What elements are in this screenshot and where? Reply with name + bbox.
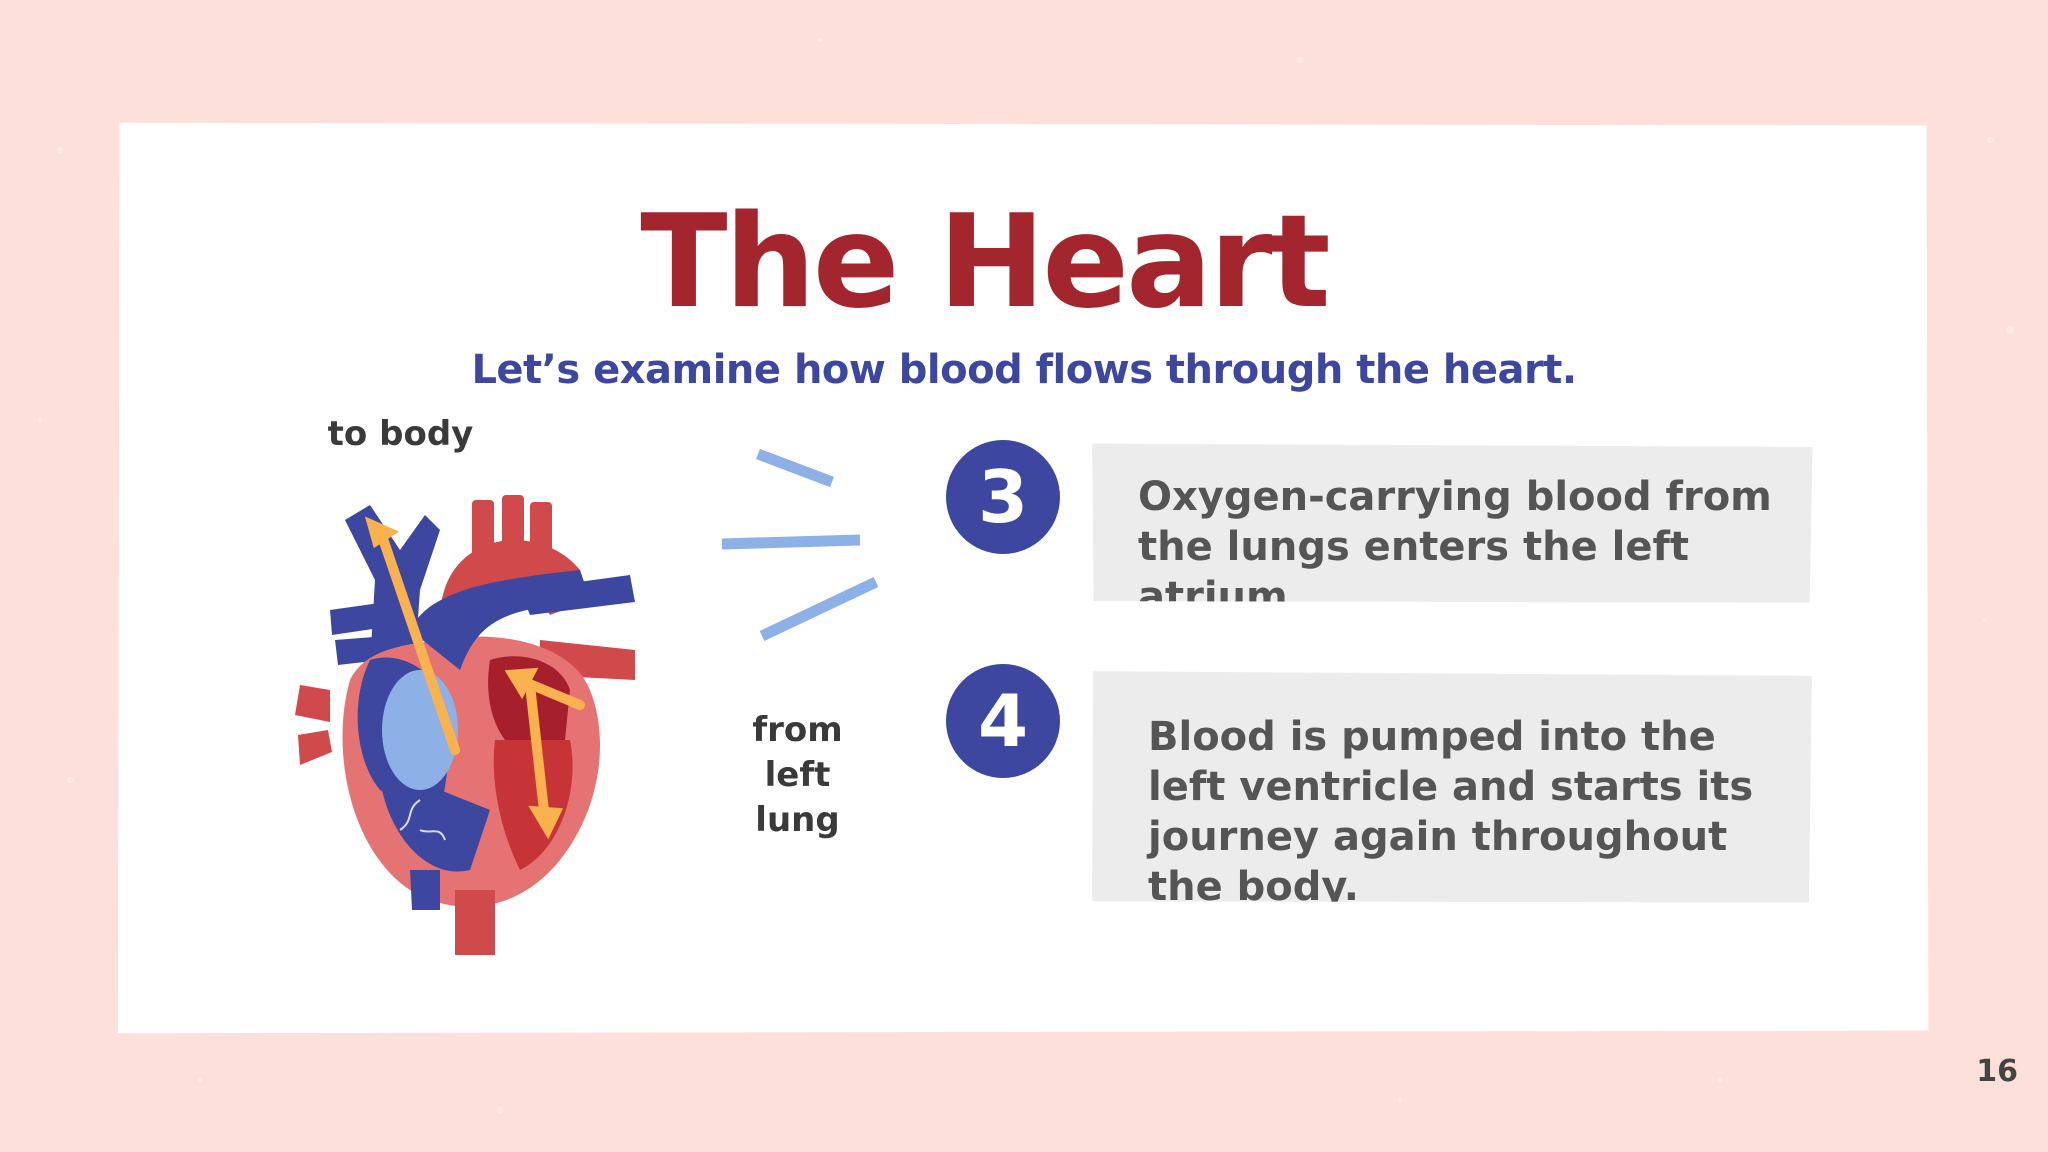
arrow-head [528, 805, 564, 840]
flow-arrow [525, 680, 550, 825]
vein-line [399, 799, 446, 841]
page-subtitle: Let’s examine how blood flows through th… [471, 347, 1577, 393]
motion-rays [721, 448, 879, 641]
step-4-text: Blood is pumped into the left ventricle … [1148, 714, 1754, 910]
vessel-stub-left [295, 685, 330, 722]
arrow-head [364, 516, 400, 549]
heart-illustration [295, 495, 635, 955]
ray-line [759, 577, 879, 641]
page-title: The Heart [640, 188, 1330, 337]
flow-arrow [375, 525, 460, 755]
label-to-body: to body [327, 414, 474, 454]
step-4-description: Blood is pumped into the left ventricle … [1092, 671, 1812, 903]
page-number: 16 [1976, 1054, 2018, 1089]
label-line: from [752, 710, 843, 750]
label-from-left-lung: from left lung [740, 708, 855, 843]
vena-cava-inferior [410, 870, 440, 910]
ray-line [756, 448, 834, 488]
aorta-branch [502, 495, 524, 555]
aorta-branch [472, 500, 494, 560]
step-4-badge: 4 [946, 664, 1060, 778]
step-3-badge: 3 [946, 440, 1060, 554]
label-line: lung [755, 800, 840, 840]
descending-aorta [455, 890, 495, 955]
left-ventricle [493, 740, 573, 870]
pulmonary-branch [520, 575, 635, 615]
aorta-branch [530, 502, 552, 557]
step-3-description: Oxygen-carrying blood from the lungs ent… [1092, 443, 1813, 603]
right-ventricle [380, 780, 490, 872]
vessel-stub-left [298, 730, 332, 765]
label-line: left [764, 755, 831, 795]
step-3-text: Oxygen-carrying blood from the lungs ent… [1138, 474, 1772, 620]
vena-cava-branch [330, 600, 400, 635]
ray-line [721, 534, 861, 550]
